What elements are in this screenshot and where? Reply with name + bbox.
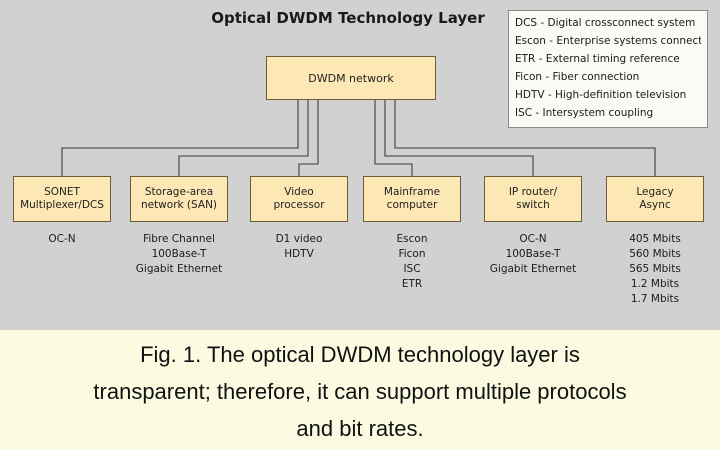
legend-item: Escon - Enterprise systems connection: [515, 35, 701, 47]
protocol-label: ISC: [403, 263, 421, 275]
node-video-processor: Video processor: [250, 176, 348, 222]
node-legacy-async: Legacy Async: [606, 176, 704, 222]
legend-item: ISC - Intersystem coupling: [515, 107, 654, 119]
connector-sonet: [61, 100, 299, 176]
protocol-label: Escon: [396, 233, 428, 245]
node-sonet-multiplexer: SONET Multiplexer/DCS: [13, 176, 111, 222]
protocols-san: Fibre Channel 100Base-T Gigabit Ethernet: [124, 232, 234, 277]
protocol-label: 1.7 Mbits: [630, 293, 680, 305]
protocol-label: OC-N: [48, 233, 76, 245]
protocols-router: OC-N 100Base-T Gigabit Ethernet: [478, 232, 588, 277]
legend-item: HDTV - High-definition television: [515, 89, 687, 101]
caption-line: Fig. 1. The optical DWDM technology laye…: [140, 342, 580, 367]
caption-line: transparent; therefore, it can support m…: [93, 379, 627, 404]
protocol-label: Fibre Channel: [143, 233, 215, 245]
dwdm-network-box: DWDM network: [266, 56, 436, 100]
node-mainframe-computer: Mainframe computer: [363, 176, 461, 222]
node-ip-router-switch: IP router/ switch: [484, 176, 582, 222]
protocol-label: 100Base-T: [151, 248, 207, 260]
protocol-label: 565 Mbits: [629, 263, 681, 275]
connector-video: [298, 100, 319, 176]
protocol-label: Gigabit Ethernet: [489, 263, 577, 275]
connector-mainframe: [374, 100, 413, 176]
protocol-label: 100Base-T: [505, 248, 561, 260]
protocol-label: OC-N: [519, 233, 547, 245]
connector-lines: [61, 100, 656, 176]
protocol-label: Ficon: [398, 248, 426, 260]
legend-item: Ficon - Fiber connection: [515, 71, 640, 83]
connector-router: [384, 100, 534, 176]
protocol-label: 405 Mbits: [629, 233, 681, 245]
node-storage-area-network: Storage-area network (SAN): [130, 176, 228, 222]
protocols-sonet: OC-N: [7, 232, 117, 247]
protocol-label: Gigabit Ethernet: [135, 263, 223, 275]
connector-san: [178, 100, 309, 176]
protocol-label: ETR: [401, 278, 423, 290]
legend-item: DCS - Digital crossconnect system: [515, 17, 696, 29]
protocols-legacy: 405 Mbits 560 Mbits 565 Mbits 1.2 Mbits …: [600, 232, 710, 307]
diagram-panel: Optical DWDM Technology Layer DCS - Digi…: [0, 0, 720, 330]
protocol-label: 560 Mbits: [629, 248, 681, 260]
protocol-label: D1 video: [275, 233, 323, 245]
protocols-mainframe: Escon Ficon ISC ETR: [357, 232, 467, 292]
connector-legacy: [394, 100, 656, 176]
figure-caption: Fig. 1. The optical DWDM technology laye…: [0, 336, 720, 447]
diagram-title: Optical DWDM Technology Layer: [211, 9, 485, 27]
protocols-video: D1 video HDTV: [244, 232, 354, 262]
legend-item: ETR - External timing reference: [515, 53, 680, 65]
caption-line: and bit rates.: [296, 416, 424, 441]
abbreviation-legend: DCS - Digital crossconnect system Escon …: [508, 10, 708, 128]
protocol-label: 1.2 Mbits: [630, 278, 680, 290]
protocol-label: HDTV: [284, 248, 314, 260]
